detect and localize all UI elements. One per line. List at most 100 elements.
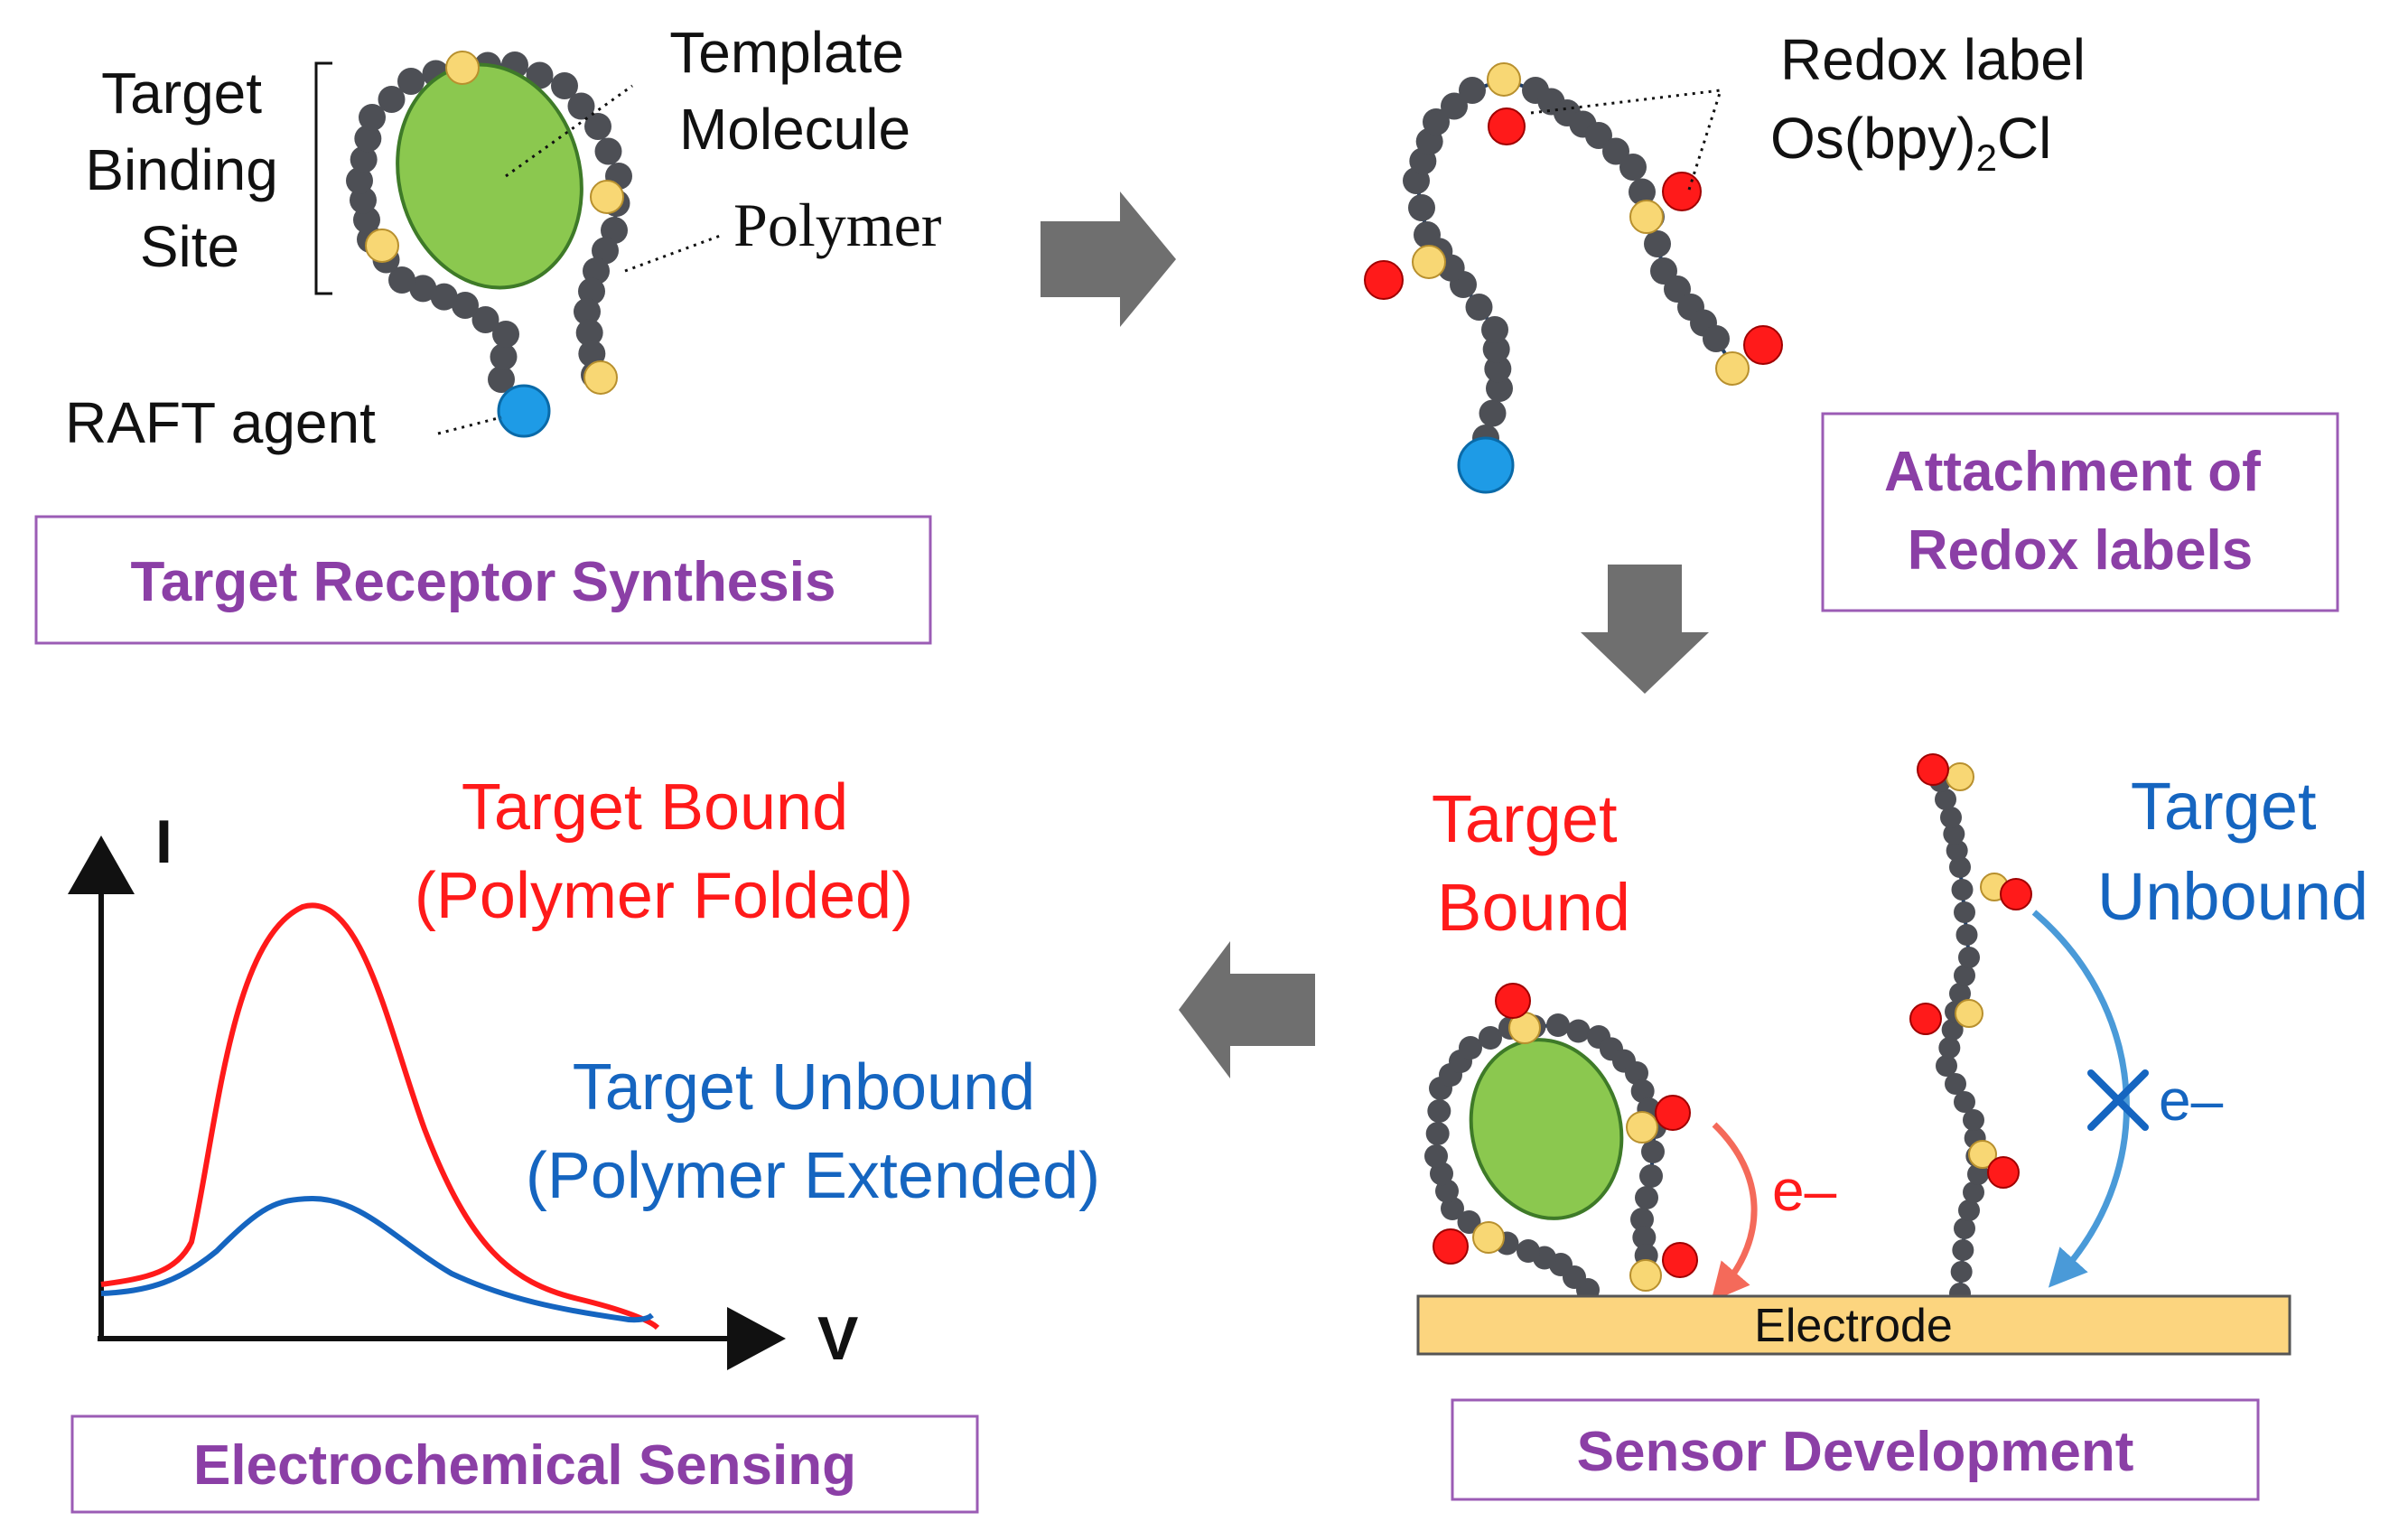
monomer-bead (1949, 983, 1971, 1004)
redox-title: Attachment of Redox labels (1884, 441, 2276, 582)
monomer-bead (575, 319, 603, 347)
arrow-right-icon (1041, 191, 1176, 327)
synthesis-title: Target Receptor Synthesis (131, 551, 836, 613)
monomer-bead (592, 237, 619, 265)
binding-site (1955, 999, 1983, 1028)
polymer-label: Polymer (733, 191, 942, 259)
monomer-bead (567, 92, 595, 120)
redox-label-site (1488, 107, 1526, 145)
redox-label-site (1909, 1003, 1942, 1035)
leader-lines (1530, 89, 1722, 191)
monomer-bead (354, 125, 382, 153)
monomer-bead (1459, 1036, 1482, 1060)
binding-site (1629, 1259, 1662, 1292)
panel-sensing: I V Target Bound (Polymer Folded) Target… (68, 771, 1100, 1514)
monomer-bead (430, 283, 458, 311)
binding-site (1472, 1221, 1505, 1254)
raft-agent-label: RAFT agent (65, 390, 376, 455)
monomer-bead (1952, 1239, 1974, 1261)
monomer-bead (1632, 1226, 1657, 1249)
monomer-bead (1955, 924, 1978, 946)
panel-sensor: Target Bound Target Unbound e– e– Electr… (1416, 753, 2368, 1501)
redox-label-site (1495, 983, 1531, 1019)
x-axis-label: V (817, 1304, 858, 1373)
redox-label-site (1662, 1242, 1698, 1278)
monomer-bead (350, 145, 378, 173)
monomer-bead (1479, 399, 1507, 427)
redox-sites (1364, 62, 1783, 386)
monomer-bead (1625, 1061, 1648, 1085)
monomer-bead (578, 277, 605, 305)
sensing-title-box (70, 1414, 979, 1514)
binding-site (590, 180, 624, 214)
arrow-down-icon (1581, 565, 1709, 694)
monomer-bead (378, 86, 406, 113)
monomer-bead (1479, 1026, 1502, 1050)
electrode-label: Electrode (1754, 1300, 1953, 1352)
redox-label-site (1662, 172, 1702, 211)
monomer-bead (1424, 1144, 1448, 1168)
redox-label-site (2000, 878, 2032, 910)
monomer-bead (488, 366, 515, 393)
monomer-bead (346, 167, 373, 194)
monomer-bead (1484, 355, 1512, 383)
raft-agent (497, 384, 551, 438)
leader-lines (437, 84, 723, 435)
monomer-bead (1950, 1261, 1973, 1283)
electron-label-unbound: e– (2159, 1068, 2224, 1133)
monomer-bead (1963, 1181, 1984, 1203)
monomer-bead (1481, 316, 1508, 343)
binding-site (1629, 200, 1664, 234)
voltammogram-bound-curve (100, 902, 660, 1330)
monomer-bead (1517, 1239, 1540, 1263)
monomer-bead (1635, 1186, 1658, 1209)
redox-label-site (1917, 753, 1949, 786)
monomer-bead (601, 217, 628, 244)
monomer-bead (574, 298, 601, 325)
monomer-bead (583, 257, 610, 285)
binding-site (1946, 762, 1974, 791)
monomer-bead (1940, 807, 1962, 828)
electron-label-bound: e– (1772, 1158, 1837, 1223)
monomer-bead (1566, 1019, 1591, 1043)
monomer-bead (584, 113, 611, 140)
monomer-bead (1943, 823, 1965, 845)
binding-site (1715, 351, 1750, 386)
monomer-bead (551, 72, 578, 99)
monomer-bead (1465, 294, 1493, 321)
monomer-bead (1629, 178, 1656, 206)
binding-site (1968, 1140, 1997, 1169)
template-molecule-label: Template Molecule (669, 20, 919, 162)
synthesis-title-box (34, 515, 932, 645)
redox-label: Redox label (1780, 27, 2086, 92)
redox-title-box (1821, 412, 2339, 612)
monomer-bead (397, 68, 425, 95)
monomer-bead (1414, 221, 1441, 248)
y-axis-arrow-icon (68, 836, 135, 894)
monomer-bead (1945, 1073, 1966, 1095)
monomer-bead (1425, 1122, 1450, 1145)
monomer-bead (1486, 375, 1513, 402)
target-binding-site-label: Target Binding Site (85, 61, 294, 279)
binding-site (1626, 1111, 1658, 1144)
monomer-bead (1941, 1019, 1964, 1041)
redox-sites-unbound (1909, 753, 2032, 1189)
monomer-bead (1946, 839, 1968, 862)
monomer-bead (492, 321, 519, 348)
raft-agent (1457, 436, 1515, 494)
monomer-bead (1630, 1079, 1655, 1103)
binding-site (445, 51, 480, 85)
monomer-bead (1630, 1208, 1654, 1231)
sensing-title: Electrochemical Sensing (193, 1434, 856, 1497)
redox-label-site (1743, 325, 1783, 365)
monomer-bead (1938, 1037, 1961, 1059)
monomer-bead (1958, 947, 1980, 968)
monomer-bead (1951, 879, 1974, 901)
target-unbound-label: Target Unbound (2097, 769, 2368, 934)
redox-label-site (1987, 1156, 2020, 1189)
monomer-bead (1967, 1163, 1989, 1185)
monomer-bead (471, 306, 499, 333)
redox-label-site (1364, 260, 1404, 300)
monomer-bead (1585, 122, 1612, 149)
